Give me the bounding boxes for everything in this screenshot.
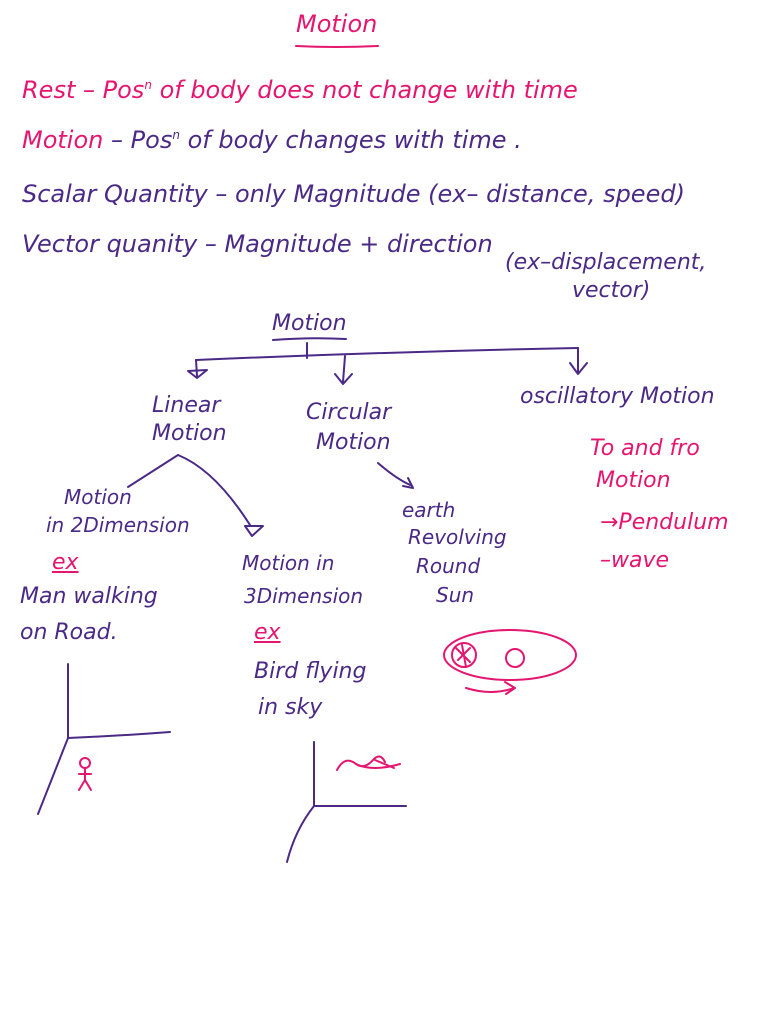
oscillatory-desc-line-1: To and fro [590, 436, 700, 461]
orbit-sketch-icon [443, 629, 577, 695]
node-3d-example-line-1: Bird flying [254, 659, 367, 684]
node-2d-line-2: in 2Dimension [46, 513, 190, 537]
circular-example-line-3: Round [416, 554, 481, 578]
oscillatory-example-wave: –wave [600, 548, 670, 573]
rest-text: Pos [102, 76, 145, 104]
motion-dash: – [111, 126, 124, 154]
circular-example-line-2: Revolving [408, 525, 507, 549]
node-linear-motion-line-1: Linear [152, 393, 221, 418]
axes-sketch-3d [286, 741, 407, 863]
vector-example-line-1: (ex–displacement, [505, 250, 707, 275]
tree-branch-arrows [127, 342, 588, 537]
title-underline [295, 45, 379, 48]
rest-sup: n [144, 78, 152, 92]
motion-text-2: of body changes with time . [187, 126, 522, 154]
node-3d-example-line-2: in sky [258, 695, 323, 720]
circular-example-line-4: Sun [436, 583, 475, 607]
bird-sketch-icon [336, 755, 401, 771]
node-3d-line-2: 3Dimension [244, 584, 364, 608]
node-2d-example-line-2: on Road. [20, 620, 118, 645]
vector-example-line-2: vector) [572, 278, 651, 303]
motion-text: Pos [130, 126, 173, 154]
root-underline [272, 337, 347, 341]
node-2d-example-line-1: Man walking [20, 584, 158, 609]
rest-dash: – [83, 76, 95, 104]
stick-figure-icon [78, 757, 92, 791]
motion-term: Motion [22, 126, 104, 154]
motion-sup: n [172, 128, 180, 142]
rest-term: Rest [22, 76, 76, 104]
node-2d-ex-label: ex [52, 550, 79, 575]
node-linear-motion-line-2: Motion [152, 421, 227, 446]
rest-text-3: with time [465, 76, 578, 104]
node-circular-motion-line-1: Circular [306, 400, 392, 425]
definition-motion: Motion – Posn of body changes with time … [22, 128, 522, 152]
node-3d-line-1: Motion in [242, 551, 335, 575]
node-2d-line-1: Motion [64, 485, 132, 509]
oscillatory-desc-line-2: Motion [596, 468, 671, 493]
rest-text-2: of body does not change [159, 76, 458, 104]
scalar-definition: Scalar Quantity – only Magnitude (ex– di… [22, 180, 685, 208]
tree-root-motion: Motion [272, 311, 347, 336]
axes-sketch-2d [37, 663, 171, 815]
vector-definition: Vector quanity – Magnitude + direction [22, 230, 493, 258]
node-3d-ex-label: ex [254, 620, 281, 645]
node-oscillatory-motion: oscillatory Motion [520, 384, 715, 409]
definition-rest: Rest – Posn of body does not change with… [22, 78, 578, 102]
circular-example-line-1: earth [402, 498, 456, 522]
page-title: Motion [296, 10, 378, 38]
node-circular-motion-line-2: Motion [316, 430, 391, 455]
oscillatory-example-pendulum: →Pendulum [600, 510, 729, 535]
